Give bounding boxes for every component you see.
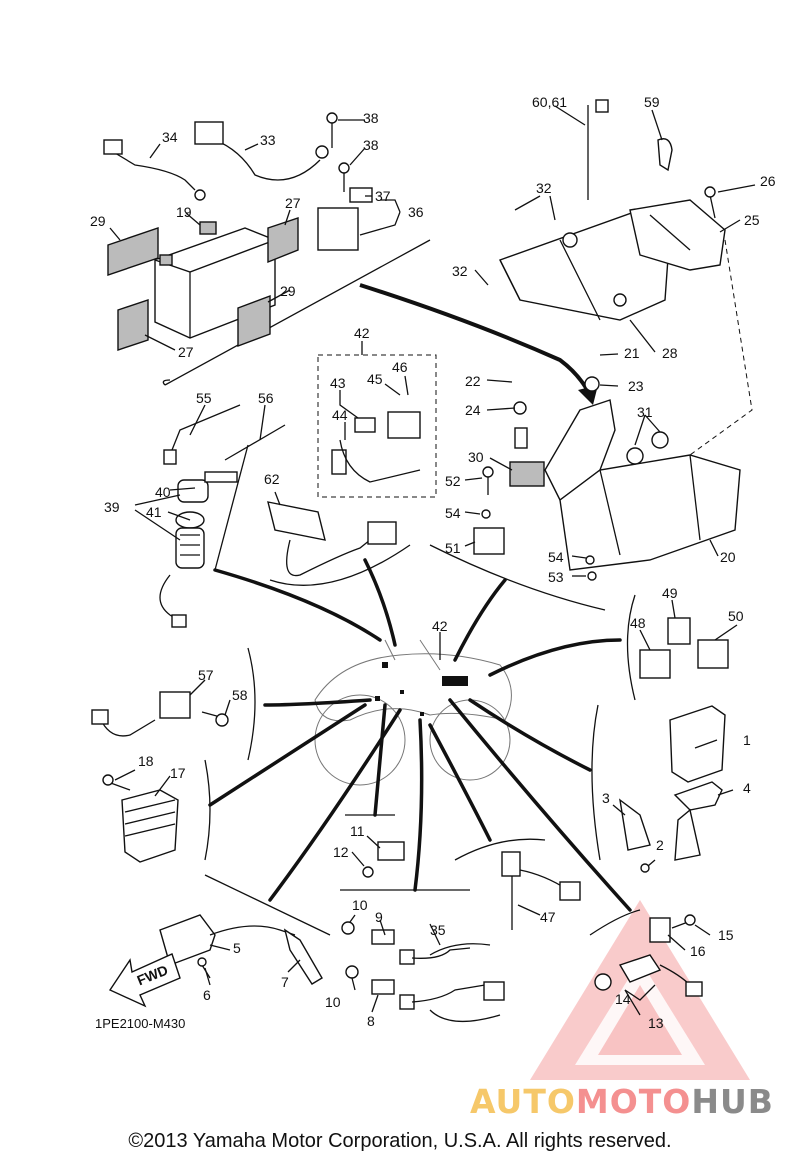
callout-43: 43 <box>330 375 346 391</box>
callout-59: 59 <box>644 94 660 110</box>
callout-49: 49 <box>662 585 678 601</box>
callout-32b: 32 <box>452 263 468 279</box>
callout-29a: 29 <box>90 213 106 229</box>
callout-10b: 10 <box>325 994 341 1010</box>
callout-2: 2 <box>656 837 664 853</box>
group-frames <box>162 239 641 936</box>
sensor-13-16 <box>594 914 703 997</box>
callout-31: 31 <box>637 404 653 420</box>
sensor-62 <box>267 501 397 577</box>
callout-12: 12 <box>333 844 349 860</box>
relay-assembly <box>331 411 421 483</box>
callout-6: 6 <box>203 987 211 1003</box>
callout-55: 55 <box>196 390 212 406</box>
callout-34: 34 <box>162 129 178 145</box>
callout-36: 36 <box>408 204 424 220</box>
callout-4: 4 <box>743 780 751 796</box>
callout-11: 11 <box>350 823 365 839</box>
callout-48: 48 <box>630 615 646 631</box>
callout-38a: 38 <box>363 110 379 126</box>
callout-21: 21 <box>624 345 640 361</box>
callout-41: 41 <box>146 504 162 520</box>
callout-52: 52 <box>445 473 461 489</box>
watermark-part-1: AUTO <box>470 1082 576 1121</box>
key-switch-assembly <box>159 404 286 628</box>
callout-60-61: 60,61 <box>532 94 567 110</box>
sensor-47 <box>501 851 581 930</box>
callout-19: 19 <box>176 204 192 220</box>
callout-39: 39 <box>104 499 120 515</box>
forward-arrow: FWD <box>108 953 181 1008</box>
callout-62: 62 <box>264 471 280 487</box>
callout-45: 45 <box>367 371 383 387</box>
callout-leaders <box>109 105 756 1016</box>
callout-57: 57 <box>198 667 214 683</box>
watermark-text: AUTOMOTOHUB <box>470 1082 774 1121</box>
callout-51: 51 <box>445 540 461 556</box>
motorcycle-outline <box>314 639 512 786</box>
callout-27b: 27 <box>178 344 194 360</box>
callout-26: 26 <box>760 173 776 189</box>
ignition-coil <box>159 914 323 985</box>
relays-48-50 <box>639 617 729 679</box>
battery-box-assembly <box>473 99 753 581</box>
callout-58: 58 <box>232 687 248 703</box>
callout-1: 1 <box>743 732 751 748</box>
callout-54b: 54 <box>548 549 564 565</box>
callout-32a: 32 <box>536 180 552 196</box>
callout-17: 17 <box>170 765 186 781</box>
callout-56: 56 <box>258 390 274 406</box>
callout-37: 37 <box>375 188 391 204</box>
callout-3: 3 <box>602 790 610 806</box>
callout-labels: 1 2 3 4 5 6 7 8 9 10 10 11 12 13 14 15 1… <box>90 94 776 1031</box>
callout-33: 33 <box>260 132 276 148</box>
battery-assembly <box>103 112 373 351</box>
callout-28: 28 <box>662 345 678 361</box>
watermark-part-3: HUB <box>691 1082 774 1121</box>
callout-13: 13 <box>648 1015 664 1031</box>
callout-22: 22 <box>465 373 481 389</box>
sensor-57 <box>91 691 229 737</box>
callout-30: 30 <box>468 449 484 465</box>
callout-9: 9 <box>375 909 383 925</box>
ecu-assembly <box>619 705 726 873</box>
callout-50: 50 <box>728 608 744 624</box>
callout-42a: 42 <box>354 325 370 341</box>
callout-42b: 42 <box>432 618 448 634</box>
sensor-11 <box>362 841 405 878</box>
diagram-code: 1PE2100-M430 <box>95 1016 185 1031</box>
callout-24: 24 <box>465 402 481 418</box>
callout-40: 40 <box>155 484 171 500</box>
callout-46: 46 <box>392 359 408 375</box>
callout-7: 7 <box>281 974 289 990</box>
callout-8: 8 <box>367 1013 375 1029</box>
group-leader-lines <box>208 283 632 912</box>
callout-47: 47 <box>540 909 556 925</box>
callout-16: 16 <box>690 943 706 959</box>
regulator-17 <box>102 774 179 863</box>
callout-18: 18 <box>138 753 154 769</box>
callout-10a: 10 <box>352 897 368 913</box>
callout-15: 15 <box>718 927 734 943</box>
callout-14: 14 <box>615 991 631 1007</box>
callout-27a: 27 <box>285 195 301 211</box>
callout-54a: 54 <box>445 505 461 521</box>
callout-29b: 29 <box>280 283 296 299</box>
callout-38b: 38 <box>363 137 379 153</box>
watermark-logo <box>530 900 750 1080</box>
callout-5: 5 <box>233 940 241 956</box>
copyright-notice: ©2013 Yamaha Motor Corporation, U.S.A. A… <box>128 1130 672 1152</box>
watermark-part-2: MOTO <box>575 1082 692 1121</box>
callout-20: 20 <box>720 549 736 565</box>
callout-23: 23 <box>628 378 644 394</box>
callout-53: 53 <box>548 569 564 585</box>
callout-25: 25 <box>744 212 760 228</box>
switches-8-9-10 <box>341 921 505 1023</box>
callout-35: 35 <box>430 922 446 938</box>
callout-44: 44 <box>332 407 348 423</box>
